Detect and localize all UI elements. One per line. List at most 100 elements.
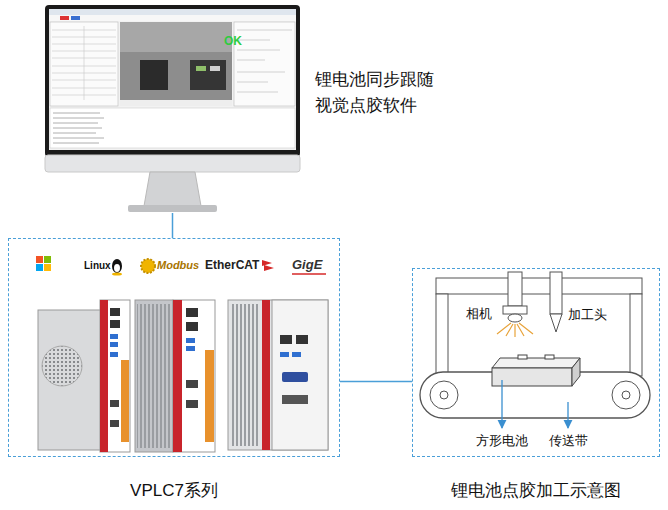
left-panel [50, 22, 118, 106]
controller-vent [42, 346, 82, 386]
controller-body [228, 300, 328, 450]
camera-image [120, 22, 232, 100]
battery-terminal [545, 355, 554, 359]
logo-text: Modbus [157, 259, 199, 272]
battery-symbol [492, 368, 572, 386]
battery-image [190, 60, 226, 90]
linux-penguin [112, 259, 122, 273]
usb-port [186, 346, 195, 351]
monitor-stand [144, 172, 201, 206]
controller-body [38, 310, 102, 450]
panel-grid [52, 26, 116, 100]
right-panel [234, 22, 295, 106]
port [280, 335, 292, 344]
camera-symbol [508, 272, 522, 306]
part-label: 方形电池 [476, 433, 528, 449]
tool-button [71, 16, 80, 20]
controllers [38, 300, 328, 452]
controller-front [100, 300, 130, 452]
image-toolbar [120, 100, 232, 106]
battery-image [140, 60, 168, 90]
part-label: 加工头 [568, 307, 607, 323]
gige-underline [292, 273, 326, 275]
terminal-block [121, 360, 129, 442]
frame-beam [436, 278, 642, 294]
process-schematic: 锂电池点胶加工示意图 [412, 268, 660, 457]
windows-logo [36, 264, 43, 271]
controller-stripe [173, 300, 182, 452]
dispensing-nozzle [550, 314, 562, 332]
log-lines [53, 113, 104, 143]
heading-text: 锂电池同步跟随 视觉点胶软件 [315, 67, 441, 120]
part-label: 传送带 [549, 433, 588, 449]
battery-symbol [572, 358, 580, 386]
usb-port [292, 352, 301, 357]
heading-text: 锂电池点胶加工示意图 [413, 478, 659, 504]
log-panel [50, 108, 295, 148]
controller-front [173, 300, 215, 452]
roller [612, 381, 640, 409]
port [296, 335, 308, 344]
leader-arrow [501, 380, 502, 428]
usb-port [110, 352, 118, 357]
camera-lens [508, 314, 522, 322]
port [186, 308, 198, 317]
windows-logo [36, 256, 43, 263]
monitor-box: 锂电池同步跟随 视觉点胶软件 [45, 5, 300, 213]
usb-port [280, 352, 289, 357]
roller [430, 381, 458, 409]
port [110, 308, 120, 316]
monitor-base [128, 205, 217, 212]
terminal-block [205, 350, 214, 442]
monitor [45, 5, 300, 212]
roller [622, 391, 630, 399]
battery-symbol [492, 358, 580, 368]
port [110, 420, 119, 427]
camera-symbol [503, 306, 527, 314]
controller-front [272, 300, 328, 450]
controller-fins [230, 304, 260, 446]
port [186, 380, 198, 388]
frame-leg [436, 294, 448, 376]
controller-body [135, 300, 173, 452]
usb-port [110, 334, 118, 339]
ethercat-mark [262, 260, 274, 271]
monitor-bezel [45, 5, 300, 157]
port [110, 400, 119, 407]
panel-lines [237, 30, 292, 92]
port [282, 395, 308, 404]
dispensing-head [550, 272, 562, 314]
frame-leg [630, 294, 642, 376]
linux-penguin [114, 264, 120, 272]
logo-text: EtherCAT [205, 258, 259, 272]
leader-arrow [567, 402, 568, 428]
camera-image [120, 22, 232, 52]
controller-stripe [100, 300, 108, 452]
roller [440, 391, 448, 399]
battery-terminal [518, 355, 527, 359]
logo-text: Linux [84, 260, 111, 272]
tool-bar [49, 15, 296, 21]
linux-penguin [112, 272, 122, 275]
tool-button [60, 16, 69, 20]
light-rays [497, 323, 533, 337]
battery-image [196, 66, 206, 71]
protocol-logos [36, 256, 326, 276]
port [186, 400, 198, 408]
logo-text: GigE [292, 257, 322, 273]
usb-port [110, 342, 118, 347]
machine-illustration [420, 272, 650, 428]
part-label: 相机 [466, 306, 492, 322]
windows-logo [44, 256, 51, 263]
windows-logo [44, 264, 51, 271]
modbus-gear [141, 259, 155, 273]
controller-fins [137, 304, 171, 448]
connector-line [340, 381, 412, 383]
status-text: OK [224, 34, 242, 48]
controller-stripe [262, 300, 270, 450]
port [110, 320, 120, 328]
vga-port [282, 372, 308, 382]
title-bar [49, 9, 296, 15]
heading-text: VPLC7系列 [9, 478, 339, 504]
